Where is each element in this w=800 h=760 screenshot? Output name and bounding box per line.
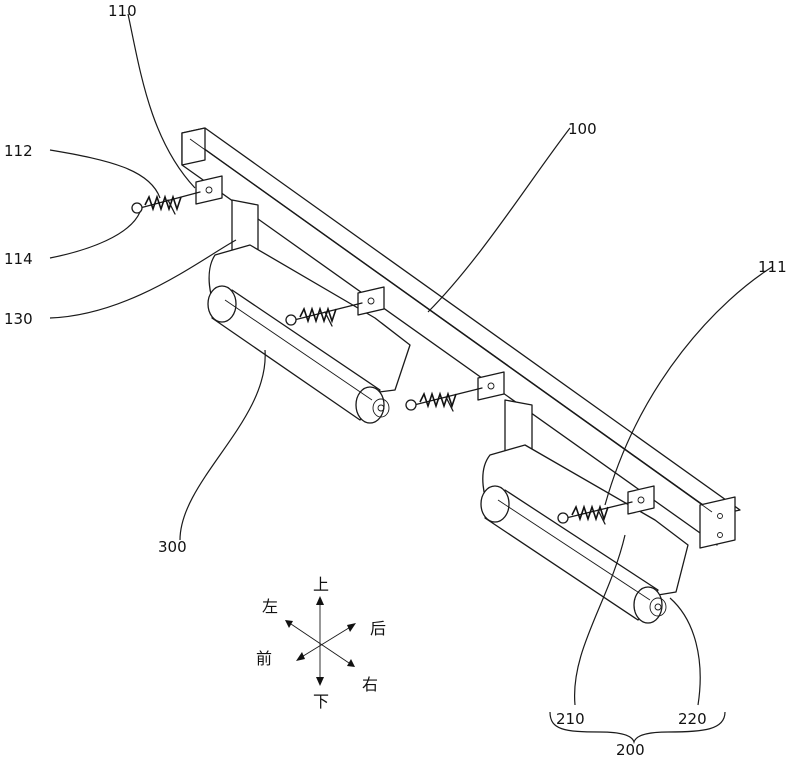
label-111: 111: [758, 258, 787, 276]
label-300: 300: [158, 538, 187, 556]
direction-compass: [285, 596, 356, 686]
direction-right: 右: [362, 675, 378, 694]
spring-unit-3: [406, 372, 504, 411]
label-114: 114: [4, 250, 33, 268]
direction-back: 后: [370, 619, 386, 638]
label-130: 130: [4, 310, 33, 328]
spring-unit-1: [132, 176, 222, 214]
label-100: 100: [568, 120, 597, 138]
leader-lines: [50, 14, 772, 742]
label-110: 110: [108, 2, 137, 20]
direction-down: 下: [313, 692, 329, 711]
direction-up: 上: [313, 575, 329, 594]
label-210: 210: [556, 710, 585, 728]
label-112: 112: [4, 142, 33, 160]
direction-left: 左: [262, 597, 278, 616]
label-200: 200: [616, 741, 645, 759]
label-220: 220: [678, 710, 707, 728]
direction-front: 前: [256, 649, 272, 668]
